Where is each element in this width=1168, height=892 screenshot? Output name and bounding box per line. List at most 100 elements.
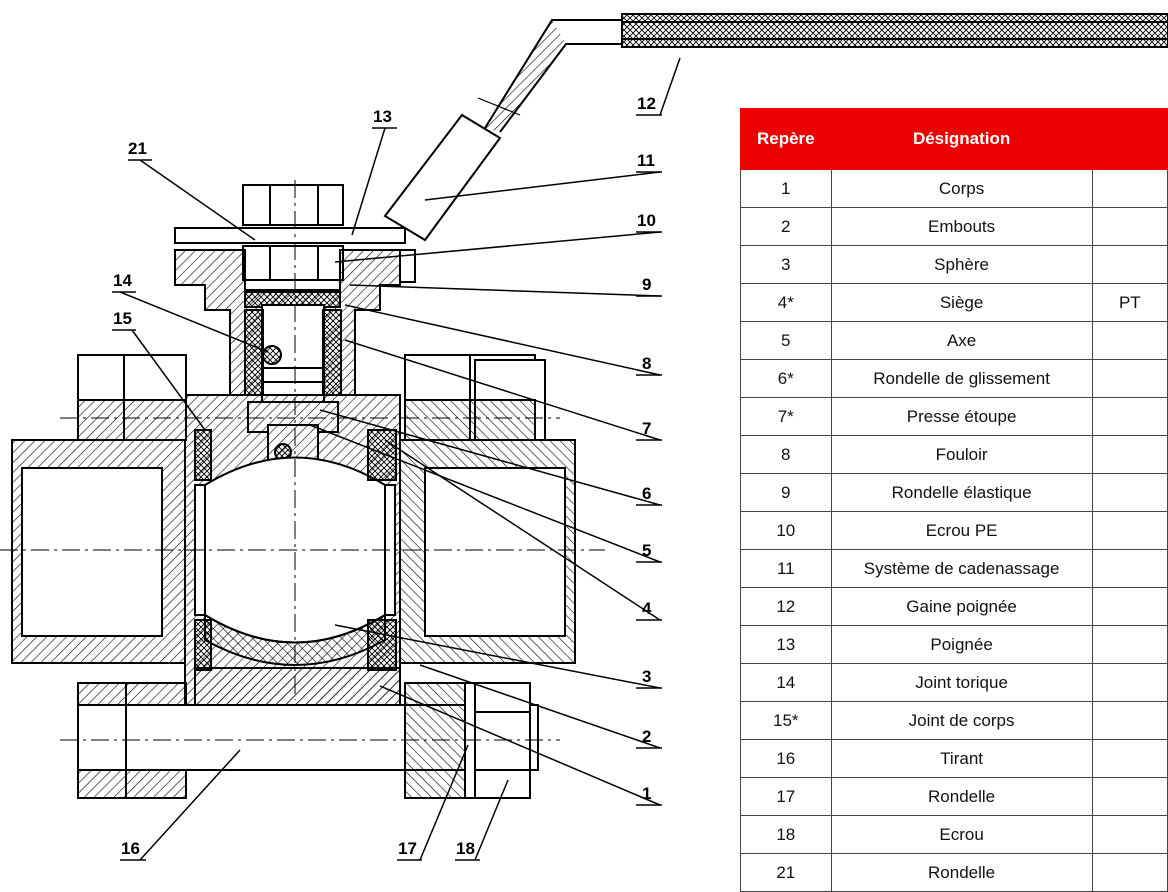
repere-cell: 17	[740, 777, 832, 816]
callout-11: 11	[637, 151, 655, 170]
callout-15: 15	[113, 309, 132, 328]
material-cell	[1091, 701, 1168, 740]
table-row: 15*Joint de corps	[740, 701, 1168, 740]
repere-cell: 11	[740, 549, 832, 588]
locking-cylinder	[383, 113, 502, 242]
designation-cell: Fouloir	[830, 435, 1093, 474]
table-row: 7*Presse étoupe	[740, 397, 1168, 436]
material-cell	[1091, 815, 1168, 854]
material-cell	[1091, 435, 1168, 474]
designation-cell: Gaine poignée	[830, 587, 1093, 626]
material-cell	[1091, 473, 1168, 512]
repere-cell: 18	[740, 815, 832, 854]
seat-right	[367, 429, 397, 481]
designation-cell: Poignée	[830, 625, 1093, 664]
callout-13: 13	[373, 107, 392, 126]
material-cell	[1091, 663, 1168, 702]
column-header-designation: Désignation	[830, 108, 1093, 170]
callout-3: 3	[642, 667, 651, 686]
designation-cell: Rondelle	[830, 853, 1093, 892]
repere-cell: 13	[740, 625, 832, 664]
material-cell	[1091, 739, 1168, 778]
repere-cell: 8	[740, 435, 832, 474]
designation-cell: Système de cadenassage	[830, 549, 1093, 588]
designation-cell: Joint de corps	[830, 701, 1093, 740]
handle-plate	[174, 227, 406, 244]
callout-2: 2	[642, 727, 651, 746]
material-cell	[1091, 359, 1168, 398]
column-header-material	[1091, 108, 1168, 170]
designation-cell: Presse étoupe	[830, 397, 1093, 436]
repere-cell: 6*	[740, 359, 832, 398]
valve-cross-section-drawing: 21 13 12 11 10 9 14 15 8 7 6 5 4 3 2 1 1…	[0, 13, 1168, 861]
callout-8: 8	[642, 354, 651, 373]
handle-sleeve	[621, 13, 1168, 48]
designation-cell: Rondelle de glissement	[830, 359, 1093, 398]
repere-cell: 2	[740, 207, 832, 246]
callout-4: 4	[642, 599, 652, 618]
material-cell	[1091, 321, 1168, 360]
callout-labels: 21 13 12 11 10 9 14 15 8 7 6 5 4 3 2 1 1…	[113, 94, 656, 858]
designation-cell: Ecrou	[830, 815, 1093, 854]
seat-left	[194, 429, 212, 481]
callout-10: 10	[637, 211, 656, 230]
designation-cell: Rondelle	[830, 777, 1093, 816]
material-cell	[1091, 625, 1168, 664]
callout-7: 7	[642, 419, 651, 438]
material-cell: PT	[1091, 283, 1168, 322]
callout-17: 17	[398, 839, 417, 858]
designation-cell: Corps	[830, 169, 1093, 208]
repere-cell: 3	[740, 245, 832, 284]
designation-cell: Axe	[830, 321, 1093, 360]
callout-5: 5	[642, 541, 651, 560]
material-cell	[1091, 245, 1168, 284]
repere-cell: 15*	[740, 701, 832, 740]
repere-cell: 10	[740, 511, 832, 550]
repere-cell: 14	[740, 663, 832, 702]
designation-cell: Ecrou PE	[830, 511, 1093, 550]
callout-16: 16	[121, 839, 140, 858]
material-cell	[1091, 777, 1168, 816]
callout-12: 12	[637, 94, 656, 113]
designation-cell: Siège	[830, 283, 1093, 322]
material-cell	[1091, 207, 1168, 246]
callout-6: 6	[642, 484, 651, 503]
repere-cell: 5	[740, 321, 832, 360]
material-cell	[1091, 397, 1168, 436]
material-cell	[1091, 511, 1168, 550]
repere-cell: 12	[740, 587, 832, 626]
designation-cell: Rondelle élastique	[830, 473, 1093, 512]
repere-cell: 9	[740, 473, 832, 512]
repere-cell: 7*	[740, 397, 832, 436]
repere-cell: 16	[740, 739, 832, 778]
repere-cell: 4*	[740, 283, 832, 322]
column-header-repere: Repère	[740, 108, 832, 170]
material-cell	[1091, 169, 1168, 208]
callout-14: 14	[113, 271, 132, 290]
material-cell	[1091, 853, 1168, 892]
designation-cell: Joint torique	[830, 663, 1093, 702]
designation-cell: Embouts	[830, 207, 1093, 246]
callout-21: 21	[128, 139, 147, 158]
material-cell	[1091, 587, 1168, 626]
callout-9: 9	[642, 275, 651, 294]
callout-1: 1	[642, 784, 651, 803]
